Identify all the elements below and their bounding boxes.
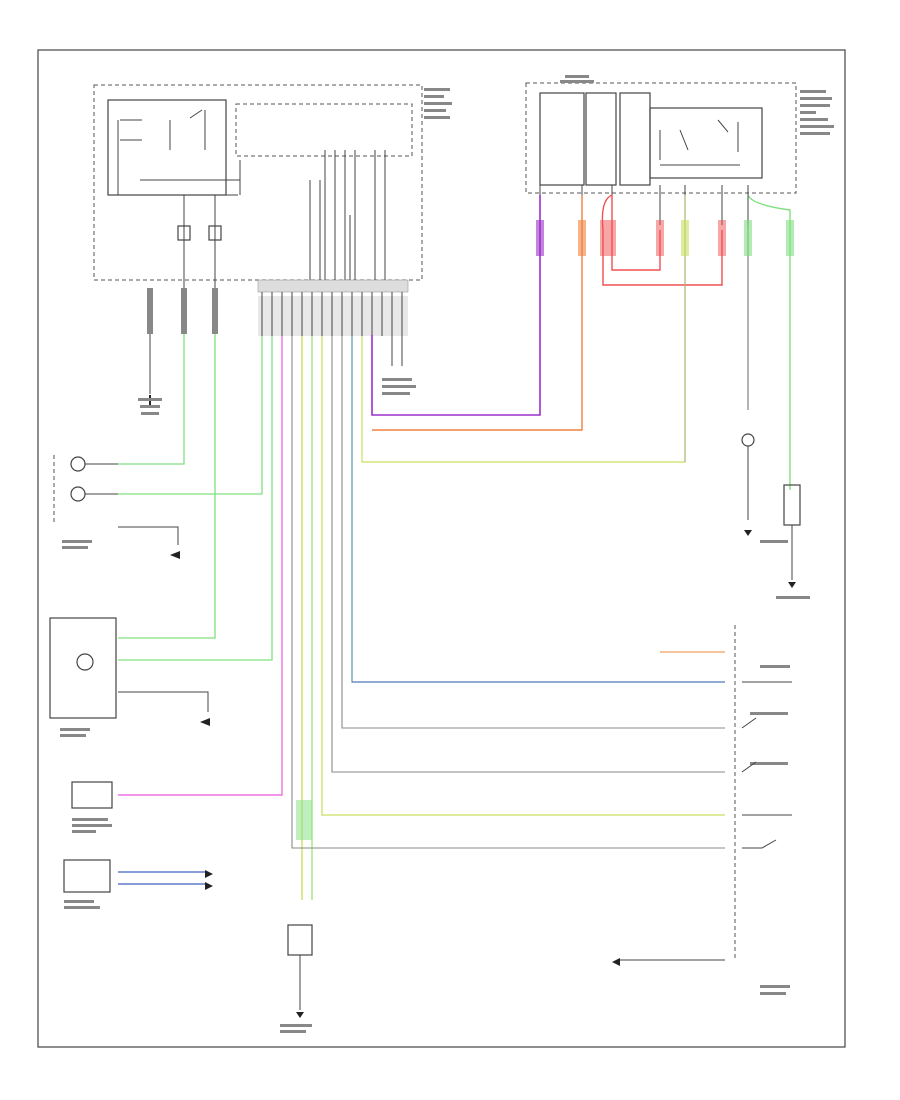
left-front-lamp bbox=[53, 455, 180, 559]
connector-pins-left bbox=[138, 288, 218, 415]
colored-wires bbox=[118, 194, 794, 900]
center-connector-bank bbox=[257, 279, 416, 395]
rear-lamp bbox=[280, 924, 313, 1033]
right-control-module bbox=[525, 75, 834, 225]
right-side-lamps bbox=[741, 433, 810, 599]
right-module-labels bbox=[800, 90, 834, 135]
lighting-switch-module bbox=[612, 625, 792, 995]
diagram-frame bbox=[37, 49, 846, 1048]
bottom-left-modules bbox=[63, 781, 213, 909]
central-electronic-module bbox=[93, 84, 452, 295]
right-front-lamp bbox=[49, 617, 210, 737]
module-labels bbox=[424, 88, 452, 119]
